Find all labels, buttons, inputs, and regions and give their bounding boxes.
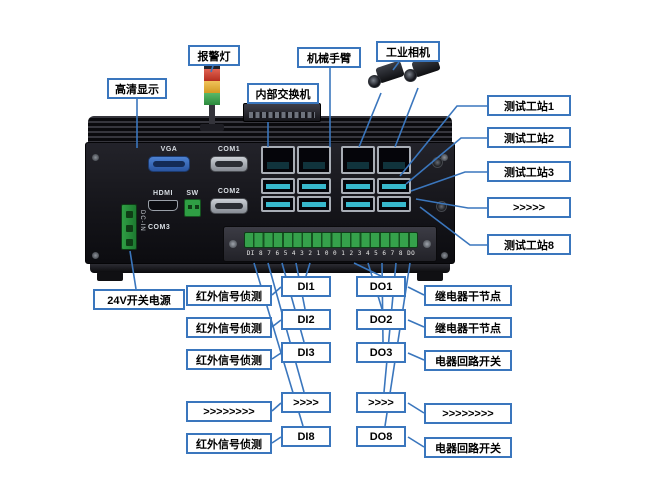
- industrial-camera-graphic-2: [404, 54, 442, 88]
- usb-port-6: [297, 196, 331, 212]
- callout-do3: DO3: [356, 342, 406, 363]
- industrial-camera-graphic-1: [368, 60, 406, 94]
- callout-relay-contact-2: 继电器干节点: [424, 317, 512, 338]
- callout-internal-switch: 内部交换机: [247, 83, 319, 104]
- lan-port-4: [377, 146, 411, 174]
- callout-do-ellipsis: >>>>: [356, 392, 406, 413]
- callout-circuit-switch-8: 电器回路开关: [424, 437, 512, 458]
- com3-label: COM3: [148, 224, 171, 231]
- callout-industrial-camera: 工业相机: [376, 41, 440, 62]
- hdmi-port: [148, 200, 178, 211]
- callout-ir-detect-2: 红外信号侦测: [186, 317, 272, 338]
- camera-lens: [368, 75, 381, 88]
- sw-label: SW: [186, 190, 199, 197]
- dc-in-terminal: [121, 204, 137, 250]
- callout-alarm-light: 报警灯: [188, 45, 240, 66]
- callout-ir-detect-3: 红外信号侦测: [186, 349, 272, 370]
- tower-red-segment: [204, 69, 220, 81]
- callout-do1: DO1: [356, 276, 406, 297]
- usb-port-7: [341, 196, 375, 212]
- lan-port-2: [297, 146, 331, 174]
- plate-screw: [229, 240, 237, 248]
- usb-port-1: [261, 178, 295, 194]
- com2-port: [210, 198, 248, 214]
- corner-screw: [441, 252, 448, 259]
- chassis-foot: [97, 272, 123, 281]
- chassis-bottom-edge: [90, 264, 450, 273]
- callout-test-station-3: 测试工站3: [487, 161, 571, 182]
- callout-do2: DO2: [356, 309, 406, 330]
- com1-port: [210, 156, 248, 172]
- tower-yellow-segment: [204, 81, 220, 93]
- network-switch-graphic: [243, 103, 321, 122]
- power-button: [436, 201, 447, 212]
- callout-hd-display: 高清显示: [107, 78, 167, 99]
- com1-label: COM1: [217, 146, 241, 153]
- terminal-numbers: DI 8 7 6 5 4 3 2 1 0 0 1 2 3 4 5 6 7 8 D…: [246, 250, 416, 257]
- callout-relay-contact-1: 继电器干节点: [424, 285, 512, 306]
- alarm-light-graphic: [199, 64, 225, 134]
- sw-terminal: [184, 199, 201, 217]
- callout-di-ellipsis: >>>>: [281, 392, 331, 413]
- callout-test-station-8: 测试工站8: [487, 234, 571, 255]
- vga-label: VGA: [160, 146, 178, 153]
- dio-terminal-plate: DI 8 7 6 5 4 3 2 1 0 0 1 2 3 4 5 6 7 8 D…: [223, 226, 437, 262]
- dc-in-label: DC-IN: [139, 210, 145, 232]
- callout-do8: DO8: [356, 426, 406, 447]
- plate-screw: [423, 240, 431, 248]
- usb-port-4: [377, 178, 411, 194]
- lan-port-1: [261, 146, 295, 174]
- usb-port-3: [341, 178, 375, 194]
- corner-screw: [92, 154, 99, 161]
- corner-screw: [92, 252, 99, 259]
- usb-port-8: [377, 196, 411, 212]
- callout-ir-detect-1: 红外信号侦测: [186, 285, 272, 306]
- chassis-foot: [417, 272, 443, 281]
- tower-base: [200, 124, 224, 131]
- callout-di2: DI2: [281, 309, 331, 330]
- callout-test-station-1: 测试工站1: [487, 95, 571, 116]
- callout-di3: DI3: [281, 342, 331, 363]
- callout-robot-arm: 机械手臂: [297, 47, 361, 68]
- usb-port-5: [261, 196, 295, 212]
- callout-di1: DI1: [281, 276, 331, 297]
- vga-port: [148, 156, 190, 172]
- industrial-pc: VGA COM1 HDMI SW COM2 COM3 DI 8 7 6 5 4 …: [85, 116, 455, 286]
- callout-ir-detect-ellipsis: >>>>>>>>: [186, 401, 272, 422]
- antenna-connector: [432, 157, 443, 168]
- callout-24v-power: 24V开关电源: [93, 289, 185, 310]
- callout-circuit-switch-1: 电器回路开关: [424, 350, 512, 371]
- hdmi-label: HDMI: [153, 190, 173, 197]
- com2-label: COM2: [217, 188, 241, 195]
- callout-test-station-ellipsis: >>>>>: [487, 197, 571, 218]
- callout-output-ellipsis: >>>>>>>>: [424, 403, 512, 424]
- dio-terminal-strip: [244, 232, 418, 248]
- callout-ir-detect-8: 红外信号侦测: [186, 433, 272, 454]
- camera-lens: [404, 69, 417, 82]
- lan-port-3: [341, 146, 375, 174]
- callout-test-station-2: 测试工站2: [487, 127, 571, 148]
- tower-green-segment: [204, 93, 220, 105]
- callout-di8: DI8: [281, 426, 331, 447]
- usb-port-2: [297, 178, 331, 194]
- tower-pole: [209, 105, 215, 125]
